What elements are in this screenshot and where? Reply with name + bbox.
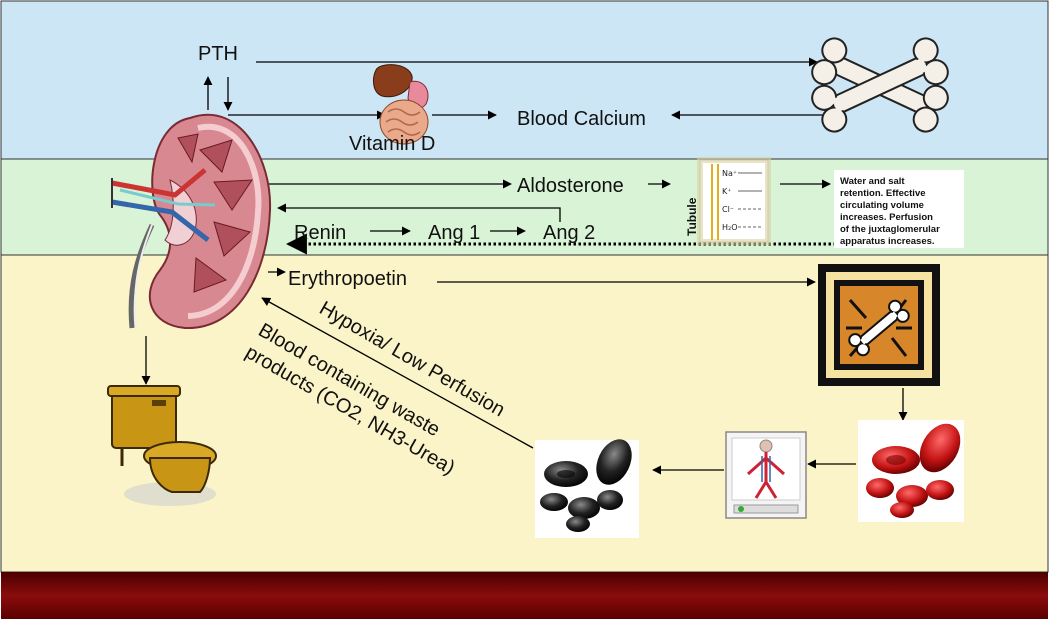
retention-note-line: Water and salt xyxy=(840,176,905,187)
retention-note-line: apparatus increases. xyxy=(840,236,935,247)
ang2-label: Ang 2 xyxy=(543,222,595,244)
tubule-ion-label: Na⁺ xyxy=(722,169,737,178)
pth-label: PTH xyxy=(198,43,238,65)
tubule-ion-label: H₂O xyxy=(722,223,738,232)
tubule-image: Tubule Na⁺ K⁺ Cl⁻ H₂O xyxy=(685,160,768,242)
vitamin-d-label: Vitamin D xyxy=(349,133,435,155)
bone-marrow-icon xyxy=(818,264,940,386)
tubule-ion-label: Cl⁻ xyxy=(722,205,734,214)
retention-note-line: of the juxtaglomerular xyxy=(840,224,940,235)
ang1-label: Ang 1 xyxy=(428,222,480,244)
erythropoetin-label: Erythropoetin xyxy=(288,268,407,290)
deoxygenated-blood-cells-icon xyxy=(535,433,639,538)
red-blood-cells-icon xyxy=(858,416,969,522)
retention-note-line: increases. Perfusion xyxy=(840,212,933,223)
tubule-label: Tubule xyxy=(685,197,699,236)
retention-note-line: circulating volume xyxy=(840,200,924,211)
circulatory-body-icon xyxy=(726,432,806,518)
retention-note-line: retention. Effective xyxy=(840,188,926,199)
tubule-ion-label: K⁺ xyxy=(722,187,731,196)
blood-calcium-label: Blood Calcium xyxy=(517,108,646,130)
aldosterone-label: Aldosterone xyxy=(517,175,624,197)
renin-label: Renin xyxy=(294,222,346,244)
footer-bar xyxy=(1,572,1048,619)
